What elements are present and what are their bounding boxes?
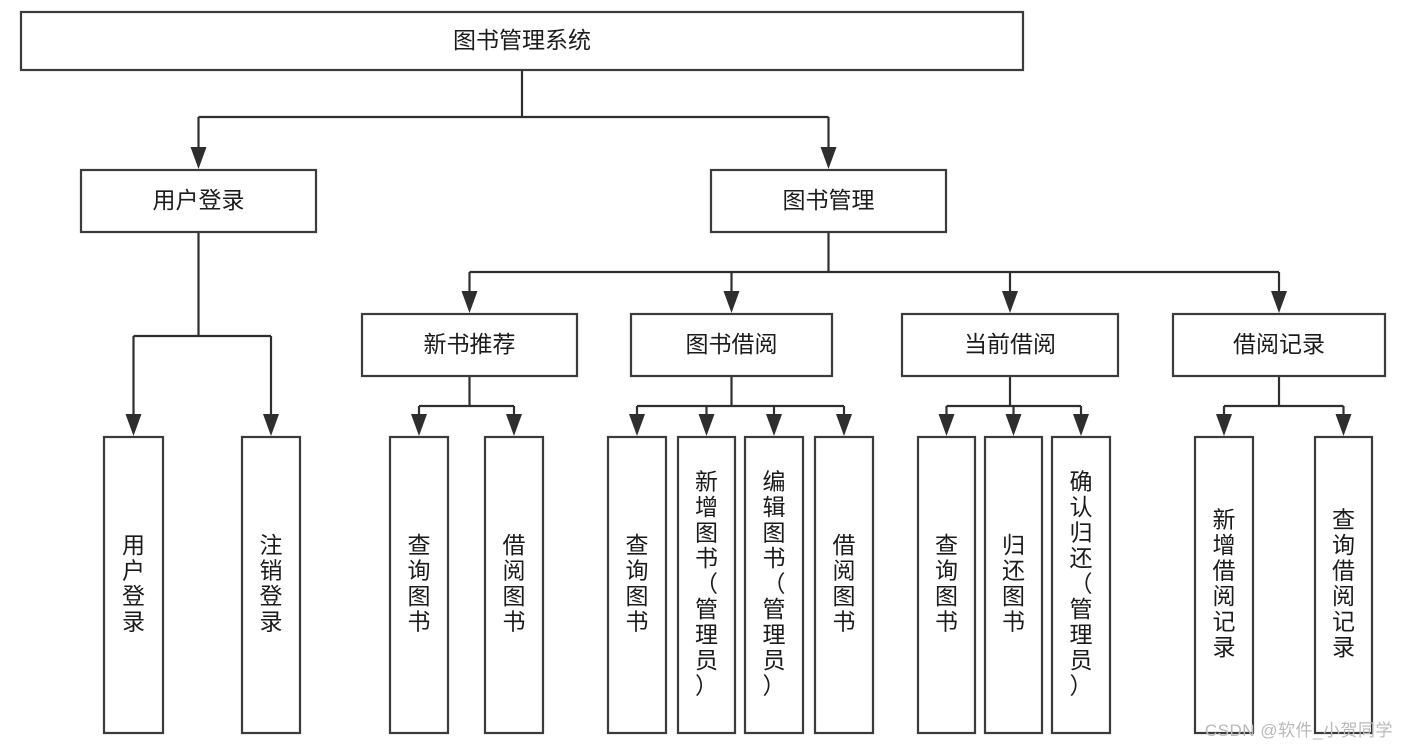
arrow-head-icon [1335,414,1352,436]
arrow-head-icon [506,414,522,436]
node-box[interactable] [629,312,834,378]
node-l_cur_query[interactable]: 查询图书 [916,435,977,735]
node-l_bb_query[interactable]: 查询图书 [606,435,668,735]
node-l_nb_borrow[interactable]: 借阅图书 [483,435,545,735]
node-box[interactable] [676,435,737,735]
node-box[interactable] [1193,435,1255,735]
node-box[interactable] [813,435,875,735]
node-box[interactable] [388,435,450,735]
node-l_user_logout[interactable]: 注销登录 [240,435,302,735]
node-box[interactable] [1171,312,1387,378]
node-label: 查询借阅记录 [1332,507,1355,661]
arrow-head-icon [1216,414,1232,436]
node-box[interactable] [483,435,545,735]
edge-group-n_current [938,376,1089,436]
edge-group-root [190,70,837,169]
node-n_borrow[interactable]: 图书借阅 [629,312,834,378]
edge-group-n_book_mgmt [461,232,1287,313]
node-n_new_book[interactable]: 新书推荐 [360,312,579,378]
node-label: 用户登录 [122,532,145,635]
node-box[interactable] [102,435,165,735]
node-label: 借阅图书 [833,532,856,635]
node-label: 确认归还（管理员） [1070,468,1093,698]
node-label: 图书管理 [783,187,875,213]
node-l_rec_query[interactable]: 查询借阅记录 [1313,435,1374,735]
node-l_bb_lend[interactable]: 借阅图书 [813,435,875,735]
arrow-head-icon [190,147,207,169]
node-label: 查询图书 [935,532,958,635]
node-box[interactable] [360,312,579,378]
node-label: 新增图书（管理员） [695,468,718,698]
node-box[interactable] [983,435,1044,735]
node-box[interactable] [240,435,302,735]
node-label: 图书借阅 [686,331,778,357]
node-box[interactable] [606,435,668,735]
node-n_book_mgmt[interactable]: 图书管理 [709,168,948,234]
arrow-head-icon [263,414,279,436]
node-l_bb_add[interactable]: 新增图书（管理员） [676,435,737,735]
arrow-head-icon [411,414,427,436]
node-label: 编辑图书（管理员） [763,468,786,698]
arrow-head-icon [723,291,740,313]
node-n_records[interactable]: 借阅记录 [1171,312,1387,378]
arrow-head-icon [698,414,715,436]
node-n_user_login[interactable]: 用户登录 [79,168,318,234]
arrow-head-icon [820,147,837,169]
node-box[interactable] [79,168,318,234]
node-root[interactable]: 图书管理系统 [19,10,1025,72]
node-box[interactable] [19,10,1025,72]
node-box[interactable] [900,312,1120,378]
node-box[interactable] [743,435,805,735]
arrow-head-icon [938,414,955,436]
edge-group-n_borrow [629,376,852,436]
arrow-head-icon [1005,414,1022,436]
node-l_nb_query[interactable]: 查询图书 [388,435,450,735]
node-l_bb_edit[interactable]: 编辑图书（管理员） [743,435,805,735]
arrow-head-icon [766,414,782,436]
node-label: 新增借阅记录 [1213,507,1236,661]
edges-layer [125,70,1352,436]
arrow-head-icon [1073,414,1089,436]
arrow-head-icon [629,414,645,436]
node-l_user_login[interactable]: 用户登录 [102,435,165,735]
node-label: 归还图书 [1002,532,1025,635]
edge-group-n_new_book [411,376,522,436]
node-label: 新书推荐 [424,331,516,357]
node-n_current[interactable]: 当前借阅 [900,312,1120,378]
arrow-head-icon [461,291,478,313]
node-label: 图书管理系统 [453,27,591,53]
node-label: 用户登录 [153,187,245,213]
node-label: 查询图书 [408,532,431,635]
node-label: 注销登录 [260,532,283,635]
edge-group-n_user_login [125,232,279,436]
node-box[interactable] [916,435,977,735]
node-label: 借阅记录 [1233,331,1325,357]
node-box[interactable] [709,168,948,234]
nodes-layer: 图书管理系统用户登录图书管理新书推荐图书借阅当前借阅借阅记录用户登录注销登录查询… [19,10,1387,735]
edge-group-n_records [1216,376,1352,436]
node-box[interactable] [1313,435,1374,735]
node-l_cur_confirm[interactable]: 确认归还（管理员） [1050,435,1112,735]
arrow-head-icon [125,414,142,436]
node-label: 当前借阅 [964,331,1056,357]
node-label: 借阅图书 [503,532,526,635]
node-label: 查询图书 [626,532,649,635]
node-box[interactable] [1050,435,1112,735]
node-l_cur_return[interactable]: 归还图书 [983,435,1044,735]
arrow-head-icon [1002,291,1018,313]
arrow-head-icon [836,414,852,436]
watermark-text: CSDN @软件_小贺同学 [1204,721,1393,740]
node-l_rec_add[interactable]: 新增借阅记录 [1193,435,1255,735]
arrow-head-icon [1271,291,1287,313]
